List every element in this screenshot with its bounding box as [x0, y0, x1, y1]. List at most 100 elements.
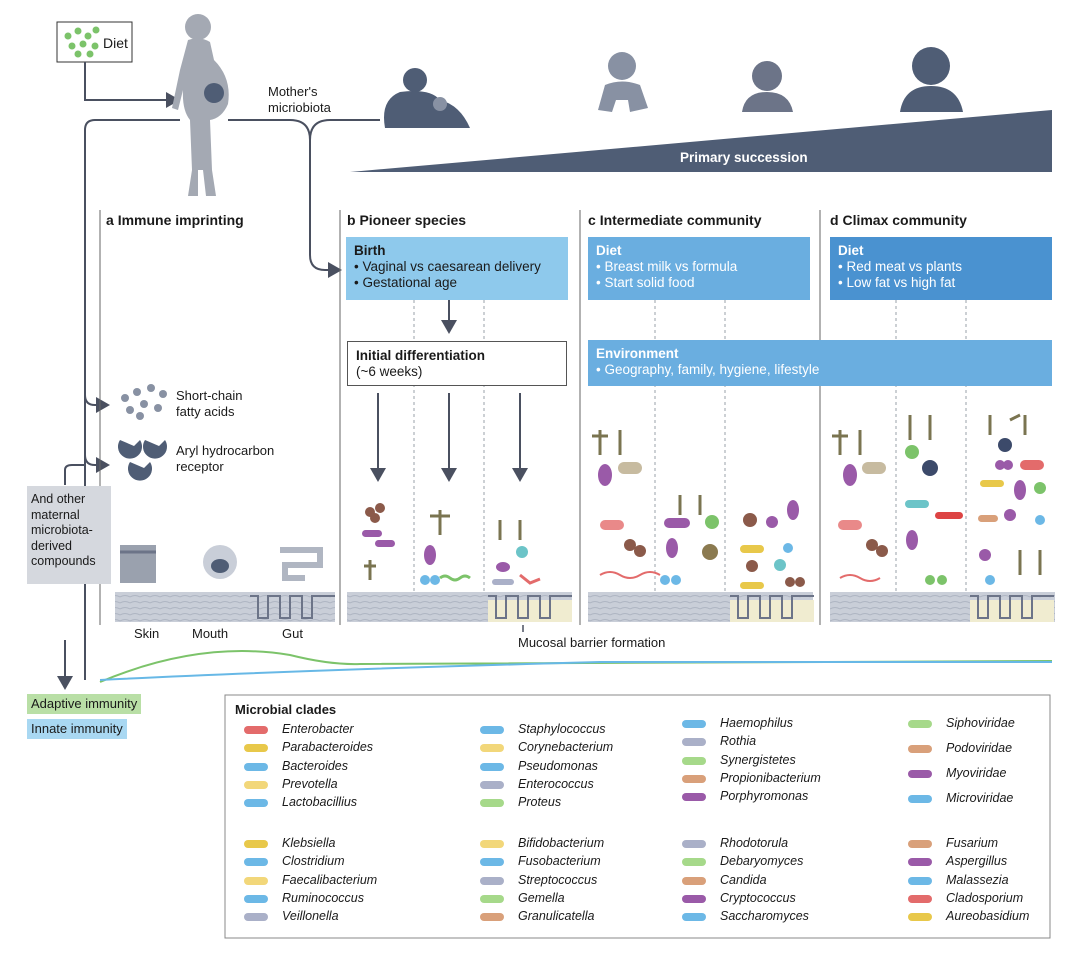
environment-line: • Geography, family, hygiene, lifestyle	[596, 362, 820, 377]
legend-item-gemella: Gemella	[480, 890, 565, 906]
scfa-label: Short-chain fatty acids	[176, 388, 243, 419]
microviridae-icon	[902, 792, 938, 806]
tissue-gut-label: Gut	[282, 626, 303, 641]
legend-label: Proteus	[518, 795, 562, 810]
diet-c-line-2: • Start solid food	[596, 275, 695, 290]
legend-label: Enterococcus	[518, 776, 594, 791]
fusobacterium-icon	[474, 855, 510, 869]
legend-label: Candida	[720, 872, 767, 887]
rhodotorula-icon	[676, 837, 712, 851]
toddler-icon	[742, 61, 793, 112]
section-c-header: c Intermediate community	[588, 212, 762, 228]
legend-label: Rhodotorula	[720, 836, 789, 850]
synergistetes-icon	[676, 754, 712, 768]
section-c-letter: c	[588, 212, 596, 228]
aureobasidium-icon	[902, 910, 938, 924]
legend-label: Enterobacter	[282, 722, 354, 736]
cryptococcus-icon	[676, 892, 712, 906]
section-d-title: Climax community	[842, 212, 967, 228]
birth-line-1: • Vaginal vs caesarean delivery	[354, 259, 541, 274]
section-a-header: a Immune imprinting	[106, 212, 244, 228]
legend-item-saccharomyces: Saccharomyces	[682, 909, 809, 924]
porphyromonas-icon	[676, 790, 712, 804]
legend-label: Lactobacillius	[282, 795, 358, 810]
legend-item-siphoviridae: Siphoviridae	[908, 716, 1015, 731]
legend-label: Bacteroides	[282, 758, 349, 773]
section-a-letter: a	[106, 212, 114, 228]
legend-label: Bifidobacterium	[518, 836, 605, 850]
legend-label: Parabacteroides	[282, 740, 374, 755]
proteus-icon	[474, 796, 510, 810]
ahr-label: Aryl hydrocarbon receptor	[176, 443, 275, 474]
legend-label: Corynebacterium	[518, 740, 614, 755]
section-a-title: Immune imprinting	[117, 212, 244, 228]
legend-label: Gemella	[518, 890, 565, 905]
diet-d-box: Diet • Red meat vs plants • Low fat vs h…	[830, 237, 1052, 300]
legend-label: Cryptococcus	[720, 890, 796, 905]
legend-item-myoviridae: Myoviridae	[908, 766, 1006, 781]
legend-item-rothia: Rothia	[682, 734, 756, 749]
diet-c-title: Diet	[596, 243, 622, 258]
section-c-title: Intermediate community	[599, 212, 762, 228]
candida-icon	[676, 874, 712, 888]
legend-item-propionibacterium: Propionibacterium	[682, 771, 821, 786]
bacteroides-icon	[238, 760, 274, 774]
innate-curve	[99, 661, 1052, 681]
legend-item-prevotella: Prevotella	[244, 776, 338, 792]
saccharomyces-icon	[676, 910, 712, 924]
birth-line-2: • Gestational age	[354, 275, 458, 290]
scfa-icon	[121, 384, 167, 420]
microbe-cluster-d	[832, 413, 1046, 585]
innate-immunity-label: Innate immunity	[27, 719, 127, 739]
veillonella-icon	[238, 910, 274, 924]
mucosal-barrier-label: Mucosal barrier formation	[518, 635, 666, 650]
legend-label: Saccharomyces	[720, 909, 809, 924]
succession-wedge	[350, 110, 1052, 172]
legend-label: Granulicatella	[518, 909, 595, 924]
fusarium-icon	[902, 837, 938, 851]
legend-label: Podoviridae	[946, 741, 1013, 755]
section-d-header: d Climax community	[830, 212, 967, 228]
podoviridae-icon	[902, 742, 938, 756]
initial-diff-sub: (~6 weeks)	[356, 364, 423, 379]
legend-label: Veillonella	[282, 909, 339, 924]
legend-title: Microbial clades	[235, 702, 337, 717]
legend-label: Debaryomyces	[720, 854, 804, 869]
diet-d-line-1: • Red meat vs plants	[838, 259, 963, 274]
legend-item-cryptococcus: Cryptococcus	[682, 890, 796, 906]
legend-item-corynebacterium: Corynebacterium	[480, 740, 614, 755]
legend-item-klebsiella: Klebsiella	[244, 836, 336, 851]
legend-item-staphylococcus: Staphylococcus	[480, 722, 606, 737]
rothia-icon	[676, 735, 712, 749]
environment-box: Environment • Geography, family, hygiene…	[588, 340, 1052, 386]
myoviridae-icon	[902, 767, 938, 781]
debaryomyces-icon	[676, 855, 712, 869]
microbe-cluster-c	[592, 430, 805, 589]
diet-c-box: Diet • Breast milk vs formula • Start so…	[588, 237, 810, 300]
environment-title: Environment	[596, 346, 679, 361]
diet-dots-icon	[64, 26, 100, 58]
adaptive-curve	[99, 650, 1053, 683]
initial-diff-title: Initial differentiation	[356, 348, 486, 363]
section-b-letter: b	[347, 212, 356, 228]
legend-label: Fusobacterium	[518, 854, 601, 869]
legend-label: Malassezia	[946, 872, 1009, 887]
legend-label: Staphylococcus	[518, 722, 606, 736]
legend-label: Synergistetes	[720, 752, 796, 767]
legend-item-microviridae: Microviridae	[908, 791, 1013, 806]
klebsiella-icon	[238, 837, 274, 851]
legend-label: Aureobasidium	[946, 909, 1030, 924]
diet-c-line-1: • Breast milk vs formula	[596, 259, 738, 274]
legend-label: Prevotella	[282, 776, 338, 791]
granulicatella-icon	[474, 910, 510, 924]
faecalibacterium-icon	[238, 874, 274, 888]
corynebacterium-icon	[474, 741, 510, 755]
gut-icon	[280, 547, 323, 581]
legend-item-granulicatella: Granulicatella	[480, 909, 595, 924]
legend-item-haemophilus: Haemophilus	[682, 716, 793, 731]
legend-label: Cladosporium	[946, 890, 1024, 905]
enterobacter-icon	[238, 723, 274, 737]
skin-tissue-icon	[120, 545, 156, 583]
legend-item-pseudomonas: Pseudomonas	[480, 759, 598, 774]
section-d-letter: d	[830, 212, 839, 228]
